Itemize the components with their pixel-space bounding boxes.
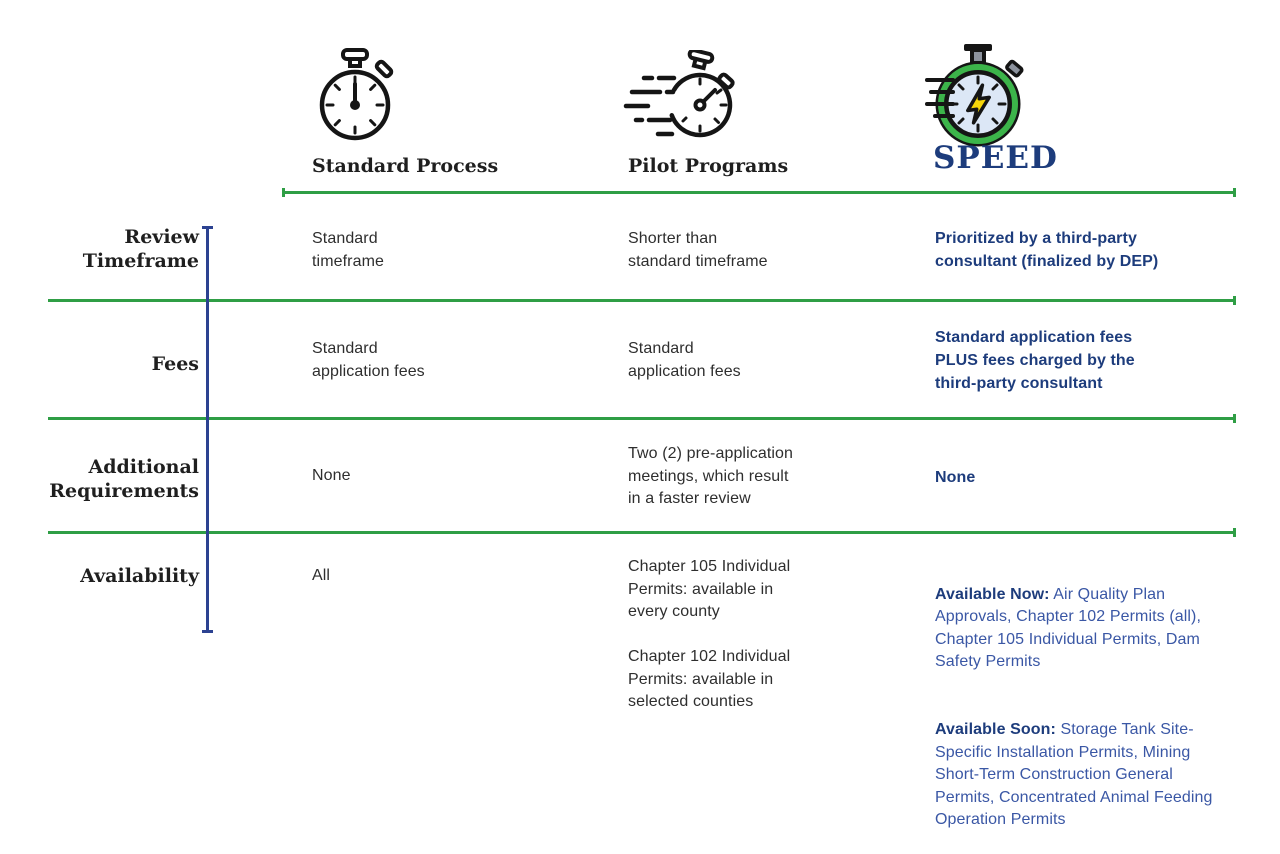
cell-review-pilot: Shorter than standard timeframe [628, 230, 768, 270]
cell-requirements-speed: None [935, 469, 976, 486]
available-soon-label: Available Soon: [935, 721, 1056, 738]
available-now-list: Air Quality Plan Approvals, Chapter 102 … [935, 585, 1202, 671]
row-label-review-timeframe: Review Timeframe [82, 226, 199, 272]
label-column-divider [202, 226, 213, 633]
cell-requirements-pilot: Two (2) pre-application meetings, which … [628, 445, 794, 507]
column-header-standard-process: Standard Process [312, 155, 499, 177]
cell-availability-pilot: Chapter 105 Individual Permits: availabl… [628, 558, 791, 710]
header-divider-line [282, 188, 1236, 197]
cell-availability-speed: Available Now: Air Quality Plan Approval… [935, 561, 1235, 854]
cell-fees-speed: Standard application fees PLUS fees char… [935, 329, 1135, 392]
availability-now-paragraph: Available Now: Air Quality Plan Approval… [935, 584, 1235, 674]
cell-requirements-standard: None [312, 467, 351, 484]
row-label-additional-requirements: Additional Requirements [49, 456, 199, 502]
cell-review-speed: Prioritized by a third-party consultant … [935, 230, 1159, 270]
row-divider-line [48, 414, 1236, 423]
column-header-speed: SPEED [933, 140, 1058, 176]
row-divider-line [48, 528, 1236, 537]
row-label-availability: Availability [80, 565, 199, 587]
stopwatch-icon [319, 48, 394, 141]
cell-review-standard: Standard timeframe [312, 230, 385, 270]
speed-stopwatch-icon [925, 44, 1024, 147]
available-soon-list: Storage Tank Site-Specific Installation … [935, 721, 1213, 828]
availability-soon-paragraph: Available Soon: Storage Tank Site-Specif… [935, 719, 1235, 832]
row-divider-line [48, 296, 1236, 305]
cell-fees-standard: Standard application fees [312, 340, 425, 380]
cell-availability-standard: All [312, 567, 331, 584]
column-header-pilot-programs: Pilot Programs [628, 155, 789, 177]
fast-stopwatch-icon [623, 50, 735, 138]
cell-fees-pilot: Standard application fees [628, 340, 741, 380]
row-label-fees: Fees [151, 353, 199, 375]
available-now-label: Available Now: [935, 585, 1050, 603]
